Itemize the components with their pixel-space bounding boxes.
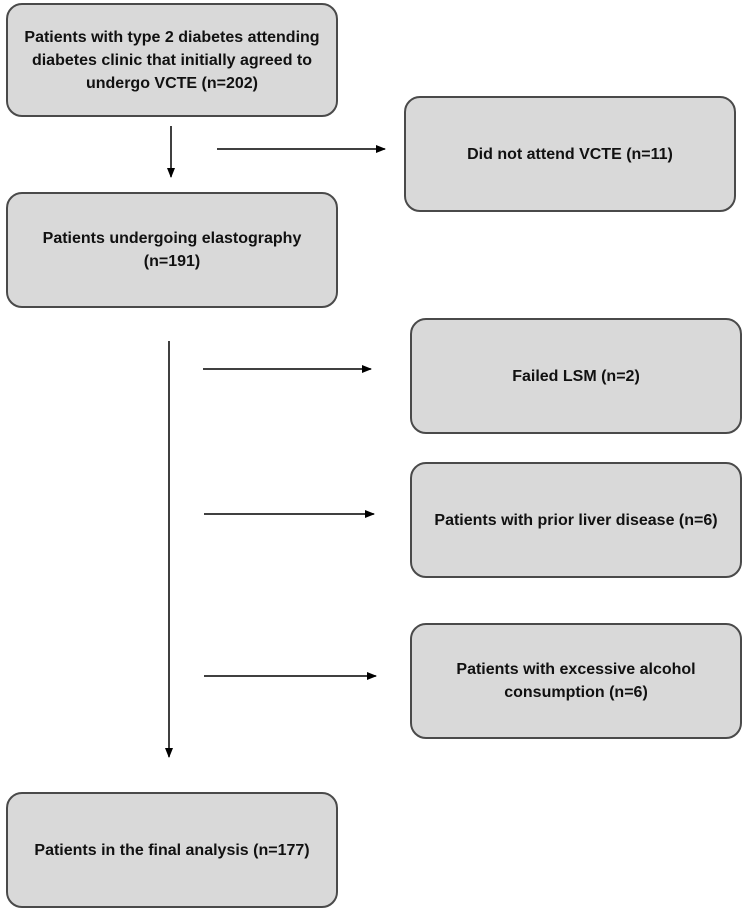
- box-excessive-alcohol: Patients with excessive alcohol consumpt…: [410, 623, 742, 739]
- box-initial-patients: Patients with type 2 diabetes attending …: [6, 3, 338, 117]
- box-final-analysis-label: Patients in the final analysis (n=177): [34, 841, 310, 859]
- box-excessive-alcohol-label: Patients with excessive alcohol consumpt…: [456, 661, 696, 701]
- box-did-not-attend: Did not attend VCTE (n=11): [404, 96, 736, 212]
- box-prior-liver-disease: Patients with prior liver disease (n=6): [410, 462, 742, 578]
- box-prior-liver-disease-label: Patients with prior liver disease (n=6): [434, 511, 718, 529]
- box-final-analysis: Patients in the final analysis (n=177): [6, 792, 338, 908]
- box-failed-lsm: Failed LSM (n=2): [410, 318, 742, 434]
- box-elastography: Patients undergoing elastography (n=191): [6, 192, 338, 308]
- box-initial-patients-label: Patients with type 2 diabetes attending …: [24, 28, 320, 92]
- box-failed-lsm-label: Failed LSM (n=2): [512, 367, 640, 385]
- box-did-not-attend-label: Did not attend VCTE (n=11): [467, 145, 673, 163]
- box-elastography-label: Patients undergoing elastography (n=191): [42, 230, 302, 270]
